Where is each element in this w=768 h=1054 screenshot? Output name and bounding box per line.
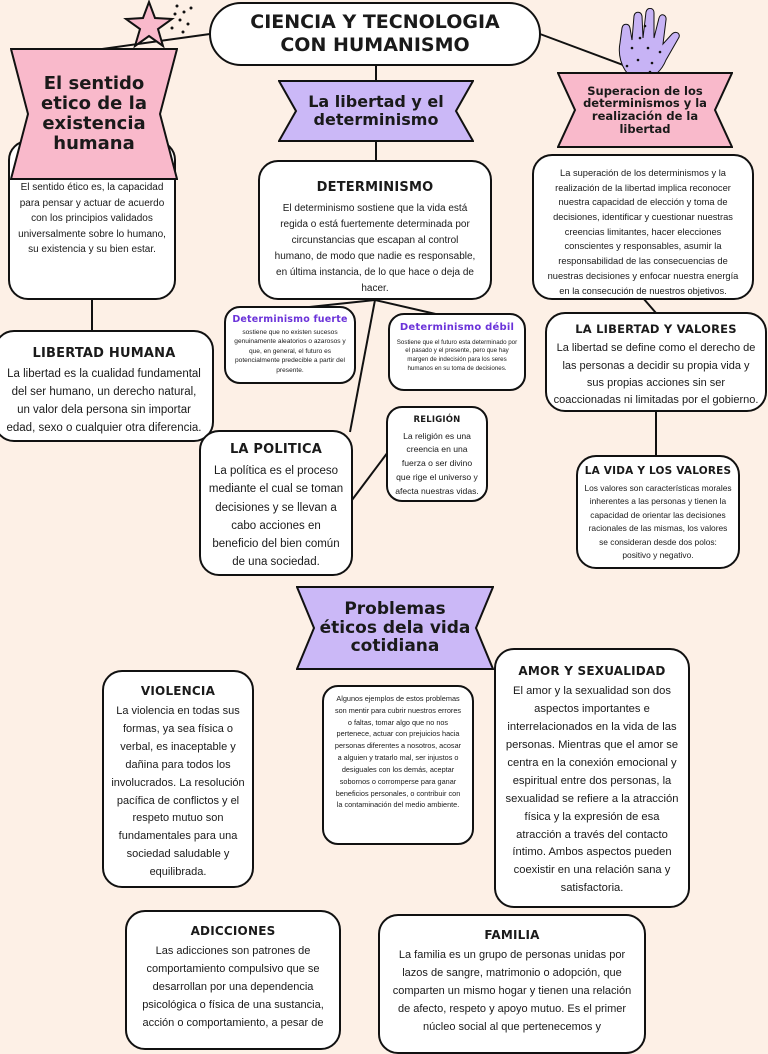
- violencia-box: VIOLENCIA La violencia en todas sus form…: [102, 670, 254, 888]
- religion-text: La religión es una creencia en una fuerz…: [395, 430, 479, 496]
- determinismo-debil-text: Sostiene que el futuro esta determinado …: [396, 338, 518, 373]
- vida-valores-text: Los valores son características morales …: [584, 482, 732, 560]
- determinismo-fuerte-title: Determinismo fuerte: [232, 314, 348, 325]
- determinismo-debil-title: Determinismo débil: [399, 322, 515, 333]
- religion-title: RELIGIÓN: [413, 415, 461, 425]
- problemas-banner-shape: [296, 586, 494, 670]
- amor-sexualidad-box: AMOR Y SEXUALIDAD El amor y la sexualida…: [494, 648, 690, 908]
- familia-title: FAMILIA: [484, 928, 540, 942]
- vida-valores-title: LA VIDA Y LOS VALORES: [584, 465, 732, 477]
- libertad-valores-box: LA LIBERTAD Y VALORES La libertad se def…: [545, 312, 767, 412]
- politica-title: LA POLITICA: [229, 442, 323, 457]
- politica-text: La política es el proceso mediante el cu…: [208, 465, 344, 568]
- violencia-text: La violencia en todas sus formas, ya sea…: [111, 705, 245, 878]
- superacion-banner: Superacion de los determinismos y la rea…: [578, 74, 712, 146]
- sentido-banner-text: El sentido etico de la existencia humana: [41, 73, 147, 154]
- libertad-humana-text: La libertad es la cualidad fundamental d…: [6, 368, 202, 434]
- superacion-box: La superación de los determinismos y la …: [532, 154, 754, 300]
- main-title: CIENCIA Y TECNOLOGIA CON HUMANISMO: [209, 2, 541, 66]
- amor-sexualidad-title: AMOR Y SEXUALIDAD: [518, 664, 666, 678]
- adicciones-text: Las adicciones son patrones de comportam…: [142, 945, 324, 1029]
- violencia-title: VIOLENCIA: [140, 684, 216, 698]
- adicciones-title: ADICCIONES: [190, 924, 276, 938]
- libertad-humana-box: LIBERTAD HUMANA La libertad es la cualid…: [0, 330, 214, 442]
- determinismo-debil-box: Determinismo débil Sostiene que el futur…: [388, 313, 526, 391]
- superacion-banner-text: Superacion de los determinismos y la rea…: [583, 83, 707, 136]
- determinismo-text: El determinismo sostiene que la vida est…: [274, 202, 476, 294]
- amor-sexualidad-text: El amor y la sexualidad son dos aspectos…: [505, 685, 679, 895]
- sentido-banner: El sentido etico de la existencia humana: [28, 54, 160, 174]
- sentido-etico-text: El sentido ético es, la capacidad para p…: [18, 182, 166, 255]
- determinismo-title: DETERMINISMO: [316, 180, 434, 195]
- adicciones-box: ADICCIONES Las adicciones son patrones d…: [125, 910, 341, 1050]
- hand-decoration: [618, 8, 680, 81]
- libertad-humana-title: LIBERTAD HUMANA: [32, 346, 176, 361]
- star-decoration: [123, 0, 193, 49]
- ejemplos-box: Algunos ejemplos de estos problemas son …: [322, 685, 474, 845]
- ejemplos-text: Algunos ejemplos de estos problemas son …: [334, 694, 462, 810]
- problemas-banner: Problemas éticos dela vida cotidiana: [318, 590, 472, 666]
- libertad-banner-shape: [278, 80, 474, 142]
- libertad-banner: La libertad y el determinismo: [300, 82, 452, 140]
- determinismo-fuerte-text: sostiene que no existen sucesos genuinam…: [234, 328, 346, 374]
- superacion-banner-shape: [557, 72, 733, 148]
- problemas-banner-text: Problemas éticos dela vida cotidiana: [319, 598, 471, 657]
- sentido-banner-shape: [10, 48, 178, 180]
- connector-lines: [91, 33, 657, 501]
- main-title-text: CIENCIA Y TECNOLOGIA CON HUMANISMO: [250, 11, 500, 56]
- religion-box: RELIGIÓN La religión es una creencia en …: [386, 406, 488, 502]
- politica-box: LA POLITICA La política es el proceso me…: [199, 430, 353, 576]
- familia-text: La familia es un grupo de personas unida…: [392, 949, 632, 1033]
- determinismo-fuerte-box: Determinismo fuerte sostiene que no exis…: [224, 306, 356, 384]
- superacion-text: La superación de los determinismos y la …: [547, 168, 739, 296]
- vida-valores-box: LA VIDA Y LOS VALORES Los valores son ca…: [576, 455, 740, 569]
- determinismo-box: DETERMINISMO El determinismo sostiene qu…: [258, 160, 492, 300]
- libertad-banner-text: La libertad y el determinismo: [308, 92, 444, 129]
- libertad-valores-text: La libertad se define como el derecho de…: [553, 342, 759, 407]
- familia-box: FAMILIA La familia es un grupo de person…: [378, 914, 646, 1054]
- libertad-valores-title: LA LIBERTAD Y VALORES: [575, 322, 737, 336]
